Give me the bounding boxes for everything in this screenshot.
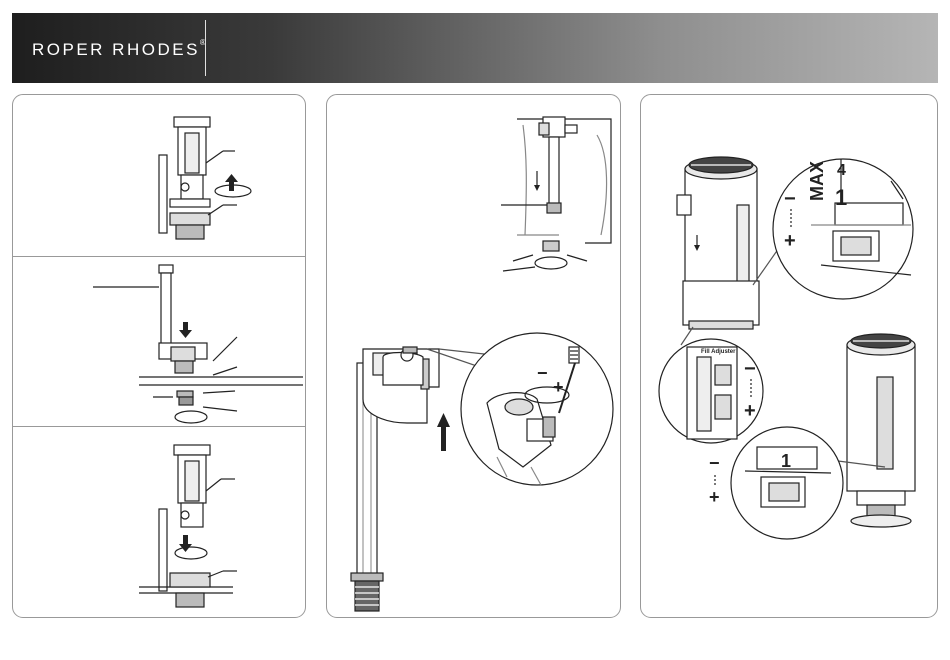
valve-diagram-c: [139, 445, 237, 607]
level-mark-alt: 4: [837, 162, 846, 179]
header-banner: ROPER RHODES®: [12, 13, 938, 83]
arrow-down-icon: [179, 322, 192, 338]
fill-valve-body: [351, 347, 439, 611]
fill-adjuster-label: Fill Adjuster: [701, 349, 736, 355]
plus-sign: +: [553, 377, 564, 397]
panel-step-3: MAX 4 1 − + − + − + 1 Fill Adjuster: [640, 94, 938, 618]
level-mark: 1: [835, 185, 847, 210]
flush-valve-diagrams: [13, 95, 306, 618]
arrow-down-icon: [179, 535, 192, 552]
brand-logo: ROPER RHODES®: [32, 40, 206, 60]
minus-sign: −: [744, 358, 756, 380]
cistern-float-diagrams: MAX 4 1 − + − + − + 1 Fill Adjuster: [641, 95, 938, 618]
arrow-up-icon: [437, 413, 450, 451]
plus-sign: +: [784, 230, 796, 252]
header-divider: [205, 20, 206, 76]
fill-adjuster-detail: [687, 347, 737, 439]
cistern-diagram: [501, 117, 611, 271]
minus-sign: −: [784, 188, 796, 210]
float-cylinder-small: [847, 334, 915, 527]
minus-sign: −: [537, 363, 548, 383]
panel-step-2: − +: [326, 94, 621, 618]
arrow-up-icon: [225, 174, 238, 191]
max-label: MAX: [807, 161, 827, 201]
float-cylinder-large: [677, 157, 759, 329]
fill-valve-diagrams: − +: [327, 95, 621, 618]
valve-diagram-a: [159, 117, 251, 239]
plus-sign: +: [709, 487, 720, 507]
minus-sign: −: [709, 453, 720, 473]
plus-sign: +: [744, 400, 756, 422]
max-level-zoom-circle: [773, 159, 913, 299]
level-mark: 1: [781, 451, 791, 471]
panel-step-1: [12, 94, 306, 618]
valve-diagram-b: [93, 265, 303, 423]
